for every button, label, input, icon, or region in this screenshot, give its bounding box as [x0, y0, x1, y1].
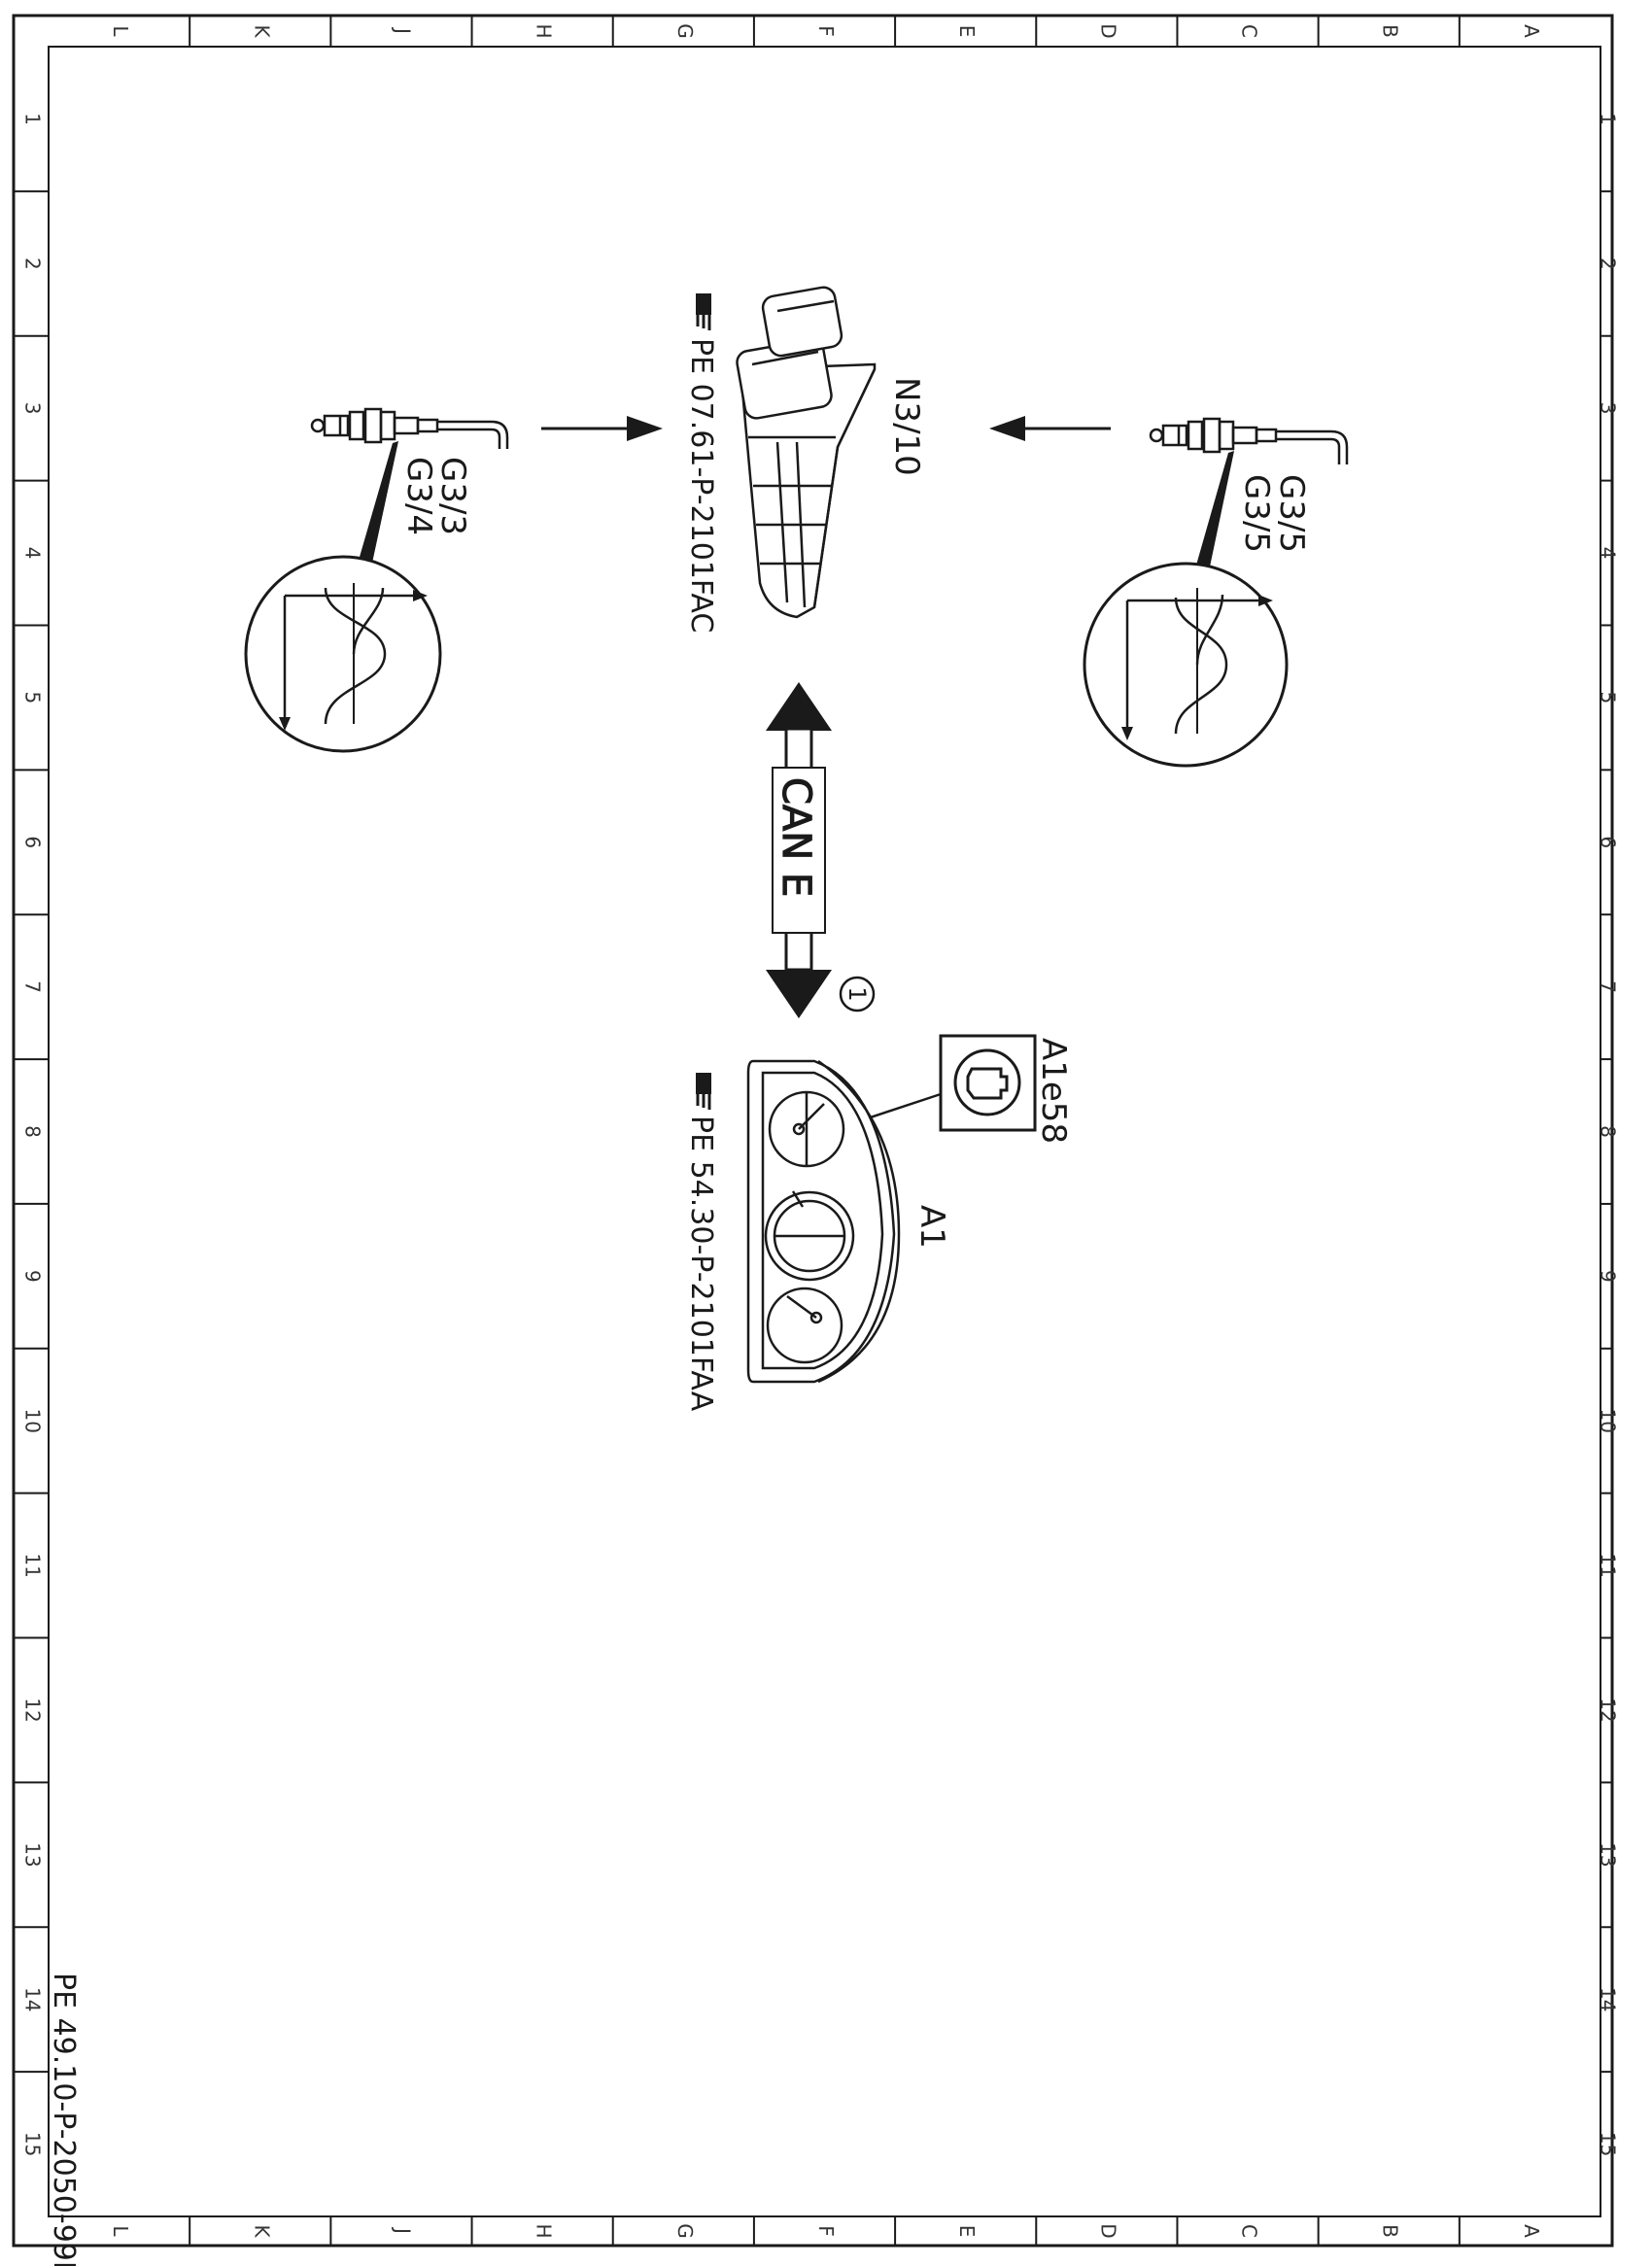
grid-row-label: 2 [21, 258, 45, 270]
grid-column-label: D [1096, 23, 1119, 38]
grid-row-label: 7 [21, 980, 45, 993]
grid-column-label: L [109, 25, 132, 37]
grid-row-label: 13 [21, 1842, 45, 1867]
grid-row-label: 13 [1597, 1842, 1620, 1867]
grid-row-label: 12 [21, 1698, 45, 1722]
indicator-label: A1e58 [1034, 1038, 1073, 1144]
grid-row-label: 1 [1597, 113, 1620, 125]
grid-column-label: F [814, 2225, 838, 2237]
sensor-left-label-1: G3/3 [433, 457, 472, 535]
grid-row-label: 3 [1597, 402, 1620, 415]
grid-row-label: 10 [21, 1409, 45, 1433]
cluster-label: A1 [912, 1205, 951, 1249]
grid-column-label: C [1238, 24, 1261, 38]
pointer-wedge [1195, 451, 1234, 571]
sine-waveform-icon [244, 555, 442, 753]
bus-arrow-top [766, 682, 832, 731]
sensor-right-group: G3/5 G3/5 [1083, 417, 1349, 768]
doc-id: PE 49.10-P-2050-99FAB [47, 1973, 81, 2266]
grid-row-label: 5 [1597, 692, 1620, 704]
grid-column-label: B [1379, 24, 1402, 38]
grid-column-label: H [533, 23, 556, 38]
grid-column-label: G [673, 2223, 697, 2239]
grid-column-label: A [1520, 24, 1543, 38]
grid-row-label: 12 [1597, 1698, 1620, 1722]
signal-arrow-right [989, 416, 1111, 441]
cluster-ref: PE 54.30-P-2101FAA [684, 1116, 718, 1412]
grid-column-label: J [391, 26, 414, 34]
oxygen-sensor-icon [310, 407, 509, 449]
grid-row-label: 3 [21, 402, 45, 415]
grid-row-label: 15 [1597, 2132, 1620, 2156]
grid-row-label: 2 [1597, 258, 1620, 270]
can-label-box [772, 767, 826, 934]
pointing-hand-icon [696, 1073, 711, 1110]
grid-row-label: 8 [21, 1125, 45, 1138]
grid-column-label: B [1379, 2224, 1402, 2238]
inner-frame [48, 46, 1601, 2217]
grid-row-label: 4 [1597, 547, 1620, 560]
instrument-cluster-a1 [746, 1059, 901, 1384]
sensor-left-label-2: G3/4 [399, 457, 438, 535]
ecu-ref: PE 07.61-P-2101FAC [684, 338, 718, 633]
grid-column-label: C [1238, 2224, 1261, 2238]
grid-row-label: 6 [21, 836, 45, 848]
grid-column-label: A [1520, 2224, 1543, 2238]
sensor-right-label-2: G3/5 [1237, 474, 1276, 553]
grid-row-label: 1 [21, 113, 45, 125]
grid-markers [14, 16, 1612, 2246]
callout-number: 1 [843, 986, 871, 1001]
grid-column-label: H [533, 2223, 556, 2238]
grid-row-label: 8 [1597, 1125, 1620, 1138]
grid-column-label: F [814, 25, 838, 37]
grid-row-label: 10 [1597, 1409, 1620, 1433]
grid-column-label: E [955, 2225, 979, 2238]
sine-waveform-icon [1083, 562, 1289, 768]
grid-row-label: 7 [1597, 980, 1620, 993]
pointing-hand-icon [696, 293, 711, 330]
grid-row-label: 14 [1597, 1987, 1620, 2011]
grid-column-label: D [1096, 2223, 1119, 2238]
grid-row-label: 14 [21, 1987, 45, 2011]
grid-column-label: L [109, 2225, 132, 2237]
grid-column-label: J [391, 2226, 414, 2234]
grid-row-label: 5 [21, 692, 45, 704]
oxygen-sensor-icon [1149, 417, 1349, 464]
bus-arrow-bottom [766, 970, 832, 1018]
ecu-n3-10 [736, 286, 877, 619]
grid-row-label: 9 [21, 1270, 45, 1283]
grid-column-label: K [250, 24, 273, 38]
grid-column-label: E [955, 25, 979, 38]
indicator-a1e58: A1e58 [810, 1034, 1073, 1144]
callout-1: 1 [839, 976, 876, 1013]
grid-row-label: 11 [1597, 1553, 1620, 1577]
grid-row-label: 4 [21, 547, 45, 560]
sensor-left-group: G3/3 G3/4 [244, 407, 509, 753]
grid-row-label: 6 [1597, 836, 1620, 848]
grid-row-label: 11 [21, 1553, 45, 1577]
pointer-wedge [358, 441, 398, 567]
outer-frame [12, 14, 1614, 2248]
grid-column-label: G [673, 23, 697, 39]
can-bus-label: CAN E [774, 777, 818, 897]
grid-column-label: K [250, 2224, 273, 2238]
check-engine-icon [953, 1048, 1021, 1116]
grid-row-label: 9 [1597, 1270, 1620, 1283]
grid-row-label: 15 [21, 2132, 45, 2156]
sensor-right-label-1: G3/5 [1272, 474, 1311, 553]
signal-arrow-left [541, 416, 663, 441]
ecu-label: N3/10 [887, 377, 926, 476]
can-bus: CAN E [766, 682, 832, 1018]
